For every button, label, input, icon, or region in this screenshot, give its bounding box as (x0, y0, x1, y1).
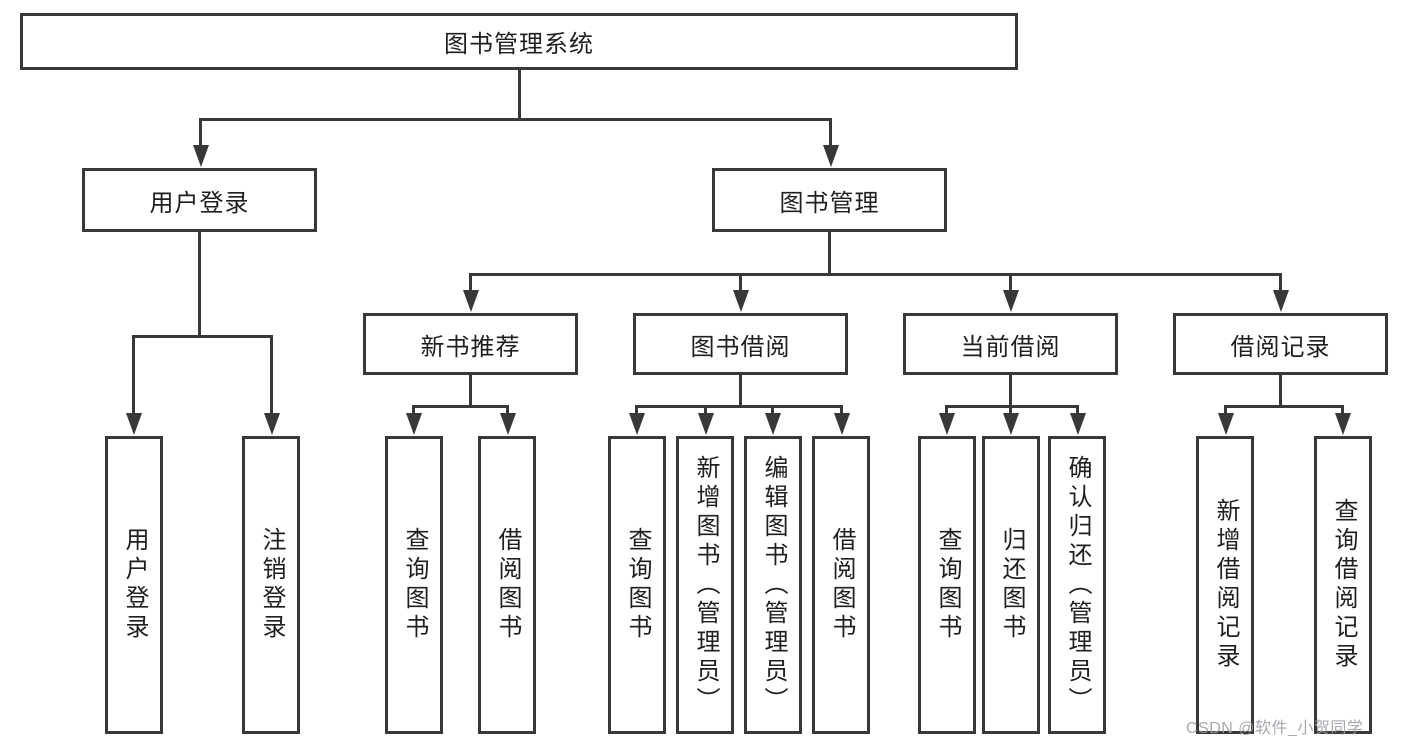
node-label: 当前借阅 (960, 333, 1061, 361)
arrow-to-add-borrow-record (1217, 405, 1234, 435)
leaf-add-book-admin: 新增图书（管理员） (676, 436, 734, 734)
arrow-to-query-books (405, 405, 422, 435)
node-user-login: 用户登录 (82, 168, 317, 232)
leaf-borrow-books-recommend: 借阅图书 (478, 436, 536, 734)
node-label: 用户登录 (149, 189, 250, 217)
leaf-label: 归还图书 (998, 527, 1025, 643)
leaf-label: 确认归还（管理员） (1064, 454, 1091, 716)
arrow-to-borrow-books (499, 405, 516, 435)
leaf-return-book: 归还图书 (982, 436, 1040, 734)
csdn-watermark: CSDN @软件_小贺同学 (1186, 720, 1364, 737)
node-book-borrow: 图书借阅 (633, 313, 848, 375)
leaf-label: 新增借阅记录 (1212, 498, 1239, 672)
leaf-label: 查询借阅记录 (1330, 498, 1357, 672)
borrow-records-branch-line (1224, 405, 1344, 408)
node-label: 图书管理 (779, 189, 880, 217)
arrow-to-query-borrow-record (1334, 405, 1351, 435)
leaf-label: 借阅图书 (494, 527, 521, 643)
arrow-to-new-book-recommend (462, 276, 479, 312)
book-borrow-branch-line (635, 405, 843, 408)
level3-branch-line (469, 273, 1282, 276)
book-management-stem-line (828, 232, 831, 273)
node-label: 图书借阅 (690, 333, 791, 361)
book-borrow-stem-line (739, 375, 742, 405)
leaf-query-borrow-record: 查询借阅记录 (1314, 436, 1372, 734)
leaf-confirm-return-admin: 确认归还（管理员） (1048, 436, 1106, 734)
current-borrow-branch-line (945, 405, 1079, 408)
arrow-to-borrow-records (1272, 276, 1289, 312)
arrow-to-user-login (192, 121, 209, 167)
arrow-to-return-book (1002, 405, 1019, 435)
level2-branch-line (199, 118, 832, 121)
arrow-to-book-management (822, 121, 839, 167)
arrow-to-logout-leaf (263, 335, 280, 435)
leaf-label: 查询图书 (401, 527, 428, 643)
leaf-label: 编辑图书（管理员） (760, 454, 787, 716)
leaf-label: 注销登录 (258, 527, 285, 643)
leaf-add-borrow-record: 新增借阅记录 (1196, 436, 1254, 734)
arrow-to-book-borrow (732, 276, 749, 312)
root-stem-line (518, 70, 521, 118)
user-login-branch-line (132, 335, 273, 338)
current-borrow-stem-line (1009, 375, 1012, 405)
node-new-book-recommend: 新书推荐 (363, 313, 578, 375)
leaf-logout: 注销登录 (242, 436, 300, 734)
new-book-recommend-branch-line (412, 405, 509, 408)
arrow-to-query-books (938, 405, 955, 435)
leaf-borrow-books: 借阅图书 (812, 436, 870, 734)
node-label: 新书推荐 (420, 333, 521, 361)
leaf-label: 用户登录 (121, 527, 148, 643)
node-borrow-records: 借阅记录 (1173, 313, 1388, 375)
leaf-user-login: 用户登录 (105, 436, 163, 734)
arrow-to-login-leaf (125, 335, 142, 435)
node-book-management: 图书管理 (712, 168, 947, 232)
new-book-recommend-stem-line (469, 375, 472, 405)
leaf-label: 借阅图书 (828, 527, 855, 643)
arrow-to-add-book (697, 405, 714, 435)
borrow-records-stem-line (1279, 375, 1282, 405)
leaf-label: 查询图书 (934, 527, 961, 643)
leaf-query-books-recommend: 查询图书 (385, 436, 443, 734)
node-label: 图书管理系统 (444, 31, 594, 58)
arrow-to-borrow-books (833, 405, 850, 435)
arrow-to-query-books (628, 405, 645, 435)
arrow-to-current-borrow (1002, 276, 1019, 312)
arrow-to-confirm-return (1069, 405, 1086, 435)
node-label: 借阅记录 (1230, 333, 1331, 361)
leaf-edit-book-admin: 编辑图书（管理员） (744, 436, 802, 734)
leaf-query-books-borrow: 查询图书 (608, 436, 666, 734)
leaf-label: 新增图书（管理员） (692, 454, 719, 716)
leaf-label: 查询图书 (624, 527, 651, 643)
leaf-query-books-current: 查询图书 (918, 436, 976, 734)
user-login-stem-line (198, 232, 201, 335)
arrow-to-edit-book (764, 405, 781, 435)
node-library-management-system: 图书管理系统 (20, 13, 1018, 70)
node-current-borrow: 当前借阅 (903, 313, 1118, 375)
